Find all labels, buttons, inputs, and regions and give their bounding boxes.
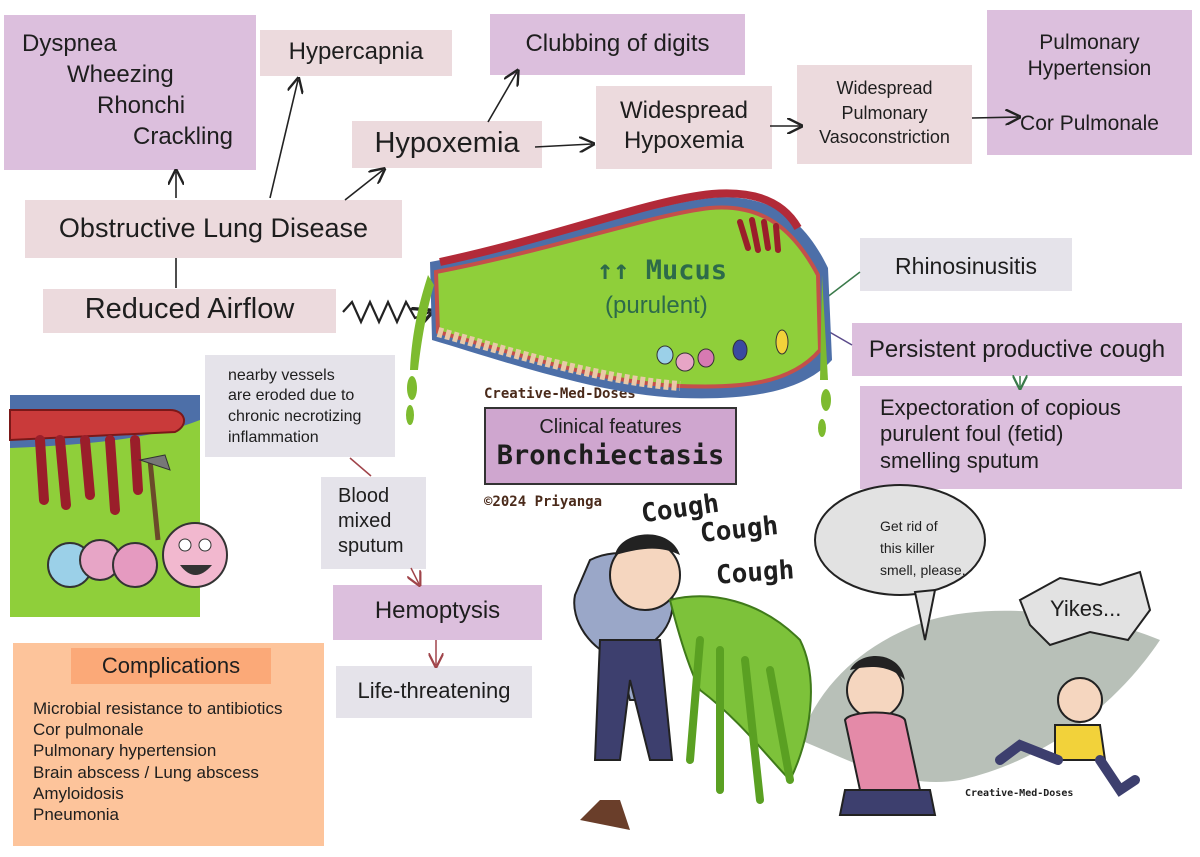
arrow-to-clubbing <box>487 72 517 123</box>
symptoms-box <box>4 15 256 170</box>
vessels-note-line4: inflammation <box>228 429 319 446</box>
vessel-erosion-illustration <box>9 395 228 617</box>
zigzag-arrow <box>342 299 430 322</box>
complication-item: Pulmonary hypertension <box>33 741 217 760</box>
hypoxemia-box <box>352 121 542 168</box>
complications-title-box <box>71 648 271 684</box>
hypoxemia-label: Hypoxemia <box>374 127 520 159</box>
expectoration-line1: Expectoration of copious <box>880 395 1121 420</box>
vessels-note-line2: are eroded due to <box>228 387 355 404</box>
arrow-to-hemoptysis <box>411 567 419 584</box>
arrow-to-blood-sputum <box>349 457 372 477</box>
flow-arrows <box>176 72 1018 322</box>
brand-bottom: Creative-Med-Doses <box>965 788 1074 799</box>
vasoconstriction-line3: Vasoconstriction <box>819 127 950 147</box>
widespread-hypoxemia-line1: Widespread <box>619 97 749 124</box>
complication-item: Brain abscess / Lung abscess <box>33 763 259 782</box>
expectoration-box <box>860 386 1182 489</box>
title-main: Bronchiectasis <box>496 440 725 471</box>
title-box <box>484 407 737 485</box>
arrow-to-hypoxemia <box>344 170 383 201</box>
rhinosinusitis-label: Rhinosinusitis <box>895 253 1037 279</box>
vasoconstriction-line1: Widespread <box>836 78 933 98</box>
speech-line3: smell, please. <box>880 562 966 578</box>
vasoconstriction-line2: Pulmonary <box>841 103 928 123</box>
mucus-purulent-label: (purulent) <box>605 292 708 319</box>
blood-sputum-line2: mixed <box>338 510 392 532</box>
persistent-cough-label: Persistent productive cough <box>868 336 1166 363</box>
mucus-label: ↑↑ Mucus <box>597 255 728 286</box>
hypercapnia-label: Hypercapnia <box>288 38 424 65</box>
reduced-airflow-label: Reduced Airflow <box>84 293 295 325</box>
life-threatening-box <box>336 666 532 718</box>
vessels-note-line3: chronic necrotizing <box>228 408 362 425</box>
widespread-hypoxemia-line2: Hypoxemia <box>623 127 745 154</box>
complication-item: Microbial resistance to antibiotics <box>33 699 283 718</box>
hemoptysis-box <box>333 585 542 640</box>
pulmonary-hypertension-line1: Pulmonary <box>1039 31 1140 54</box>
arrow-to-hypercapnia <box>269 80 298 199</box>
blood-sputum-line1: Blood <box>338 485 390 507</box>
symptom-wheezing: Wheezing <box>67 61 174 88</box>
yikes-label: Yikes... <box>1050 596 1122 621</box>
clubbing-label: Clubbing of digits <box>525 30 710 57</box>
symptom-rhonchi: Rhonchi <box>97 92 186 119</box>
copyright: ©2024 Priyanga <box>484 494 603 510</box>
speech-line2: this killer <box>880 540 935 556</box>
pulmonary-box <box>987 10 1192 155</box>
cough-word-3: Cough <box>715 555 796 591</box>
vessels-note-box <box>205 355 395 457</box>
hemoptysis-label: Hemoptysis <box>374 597 501 624</box>
arrow-to-widespread <box>534 144 592 147</box>
complication-item: Cor pulmonale <box>33 720 144 739</box>
obstructive-label: Obstructive Lung Disease <box>58 213 369 243</box>
expectoration-line3: smelling sputum <box>880 448 1039 473</box>
obstructive-box <box>25 200 402 258</box>
speech-line1: Get rid of <box>880 518 938 534</box>
hypercapnia-box <box>260 30 452 76</box>
complications-title: Complications <box>101 653 241 678</box>
rhinosinusitis-box <box>860 238 1072 291</box>
life-threatening-label: Life-threatening <box>357 678 511 703</box>
symptom-crackling: Crackling <box>133 123 234 150</box>
widespread-hypoxemia-box <box>596 86 772 169</box>
bronchus-illustration <box>406 189 832 437</box>
expectoration-line2: purulent foul (fetid) <box>880 421 1064 446</box>
persistent-cough-box <box>852 323 1182 376</box>
blood-sputum-box <box>321 477 426 569</box>
complication-item: Amyloidosis <box>33 784 124 803</box>
arrow-to-cor-pulmonale <box>971 117 1018 118</box>
symptom-dyspnea: Dyspnea <box>22 30 117 57</box>
title-subtitle: Clinical features <box>539 416 682 438</box>
blood-sputum-line3: sputum <box>338 535 404 557</box>
clubbing-box <box>490 14 745 75</box>
pulmonary-hypertension-line2: Hypertension <box>1027 57 1152 80</box>
vessels-note-line1: nearby vessels <box>228 367 335 384</box>
complication-item: Pneumonia <box>33 805 120 824</box>
line-to-rhinosinusitis <box>825 271 861 299</box>
reduced-airflow-box <box>43 289 336 333</box>
brand-top: Creative-Med-Doses <box>484 386 636 402</box>
cor-pulmonale-label: Cor Pulmonale <box>1020 112 1159 135</box>
coughing-scene <box>573 484 1160 830</box>
vasoconstriction-box <box>797 65 972 164</box>
